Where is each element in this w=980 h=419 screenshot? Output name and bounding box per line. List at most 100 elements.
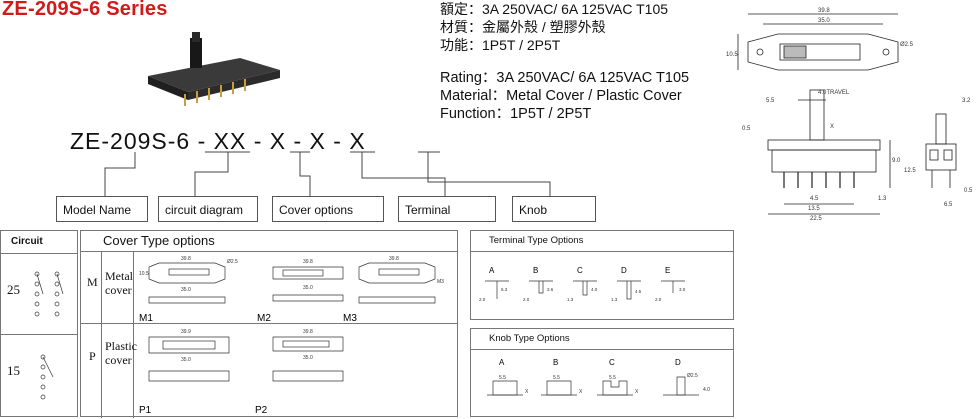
dim-knob-w: 5.5	[766, 98, 775, 104]
cover-dim-b-1: 35.0	[181, 287, 191, 293]
knob-section: Knob Type Options A B C D 5.5 X 5.5 X 5.…	[470, 328, 734, 417]
dim-knob-h: X	[830, 124, 834, 130]
knob-dim-w-c: 5.5	[609, 375, 616, 381]
knob-type-d: D	[675, 358, 681, 367]
cover-plastic-label-1: Plastic	[105, 339, 137, 353]
terminal-type-c: C	[577, 266, 583, 275]
model-code-connectors	[104, 151, 551, 196]
dim-top-hole: Ø2.5	[900, 42, 914, 48]
cover-variant-m1: M1	[139, 313, 153, 323]
cover-metal-code: M	[87, 275, 98, 289]
terminal-dim-g: 3.6	[547, 287, 554, 292]
cover-variant-m3: M3	[343, 313, 357, 323]
terminal-dim-d: 4.0	[591, 287, 598, 292]
knob-dim-x-b: X	[579, 389, 583, 395]
label-terminal-options: Terminal options	[398, 196, 496, 243]
dim-body-h: 0.5	[742, 126, 751, 132]
circuit-row-25: 25	[1, 254, 77, 335]
spec-cn-function: 功能：1P5T / 2P5T	[440, 37, 561, 53]
knob-dim-w-a: 5.5	[499, 375, 506, 381]
cover-plastic-label-2: cover	[105, 353, 132, 367]
terminal-section: Terminal Type Options A B C D E 2.0 6.3 …	[470, 230, 734, 320]
metal-cover-drawings: 39.8 35.0 10.5 Ø2.5 39.8 35.0 39.8 M3 M1…	[139, 256, 444, 323]
model-code: ZE-209S-6 - XX - X - X - X	[70, 128, 366, 154]
cover-dim-a-2: 39.8	[303, 259, 313, 265]
spec-en-rating: Rating：3A 250VAC/ 6A 125VAC T105	[440, 70, 690, 86]
spec-en-function: Function：1P5T / 2P5T	[440, 106, 592, 122]
knob-dim-x-a: X	[525, 389, 529, 395]
cover-dim-a-p2: 39.8	[303, 329, 313, 335]
dimension-drawings: 39.8 35.0 10.5 Ø2.5 4.0TRAVEL 5.5 X 0.5 …	[726, 8, 973, 222]
cover-section: Cover Type options M Metal cover P Plast…	[80, 230, 458, 418]
page-title: ZE-209S-6 Series	[2, 0, 168, 20]
knob-dim-x-c: X	[635, 389, 639, 395]
terminal-type-e: E	[665, 266, 670, 275]
terminal-dim-c: 1.3	[567, 297, 574, 302]
terminal-dim-a-3: 2.0	[655, 297, 662, 302]
cover-metal-label-2: cover	[105, 283, 132, 297]
knob-dim-d: Ø2.5	[687, 373, 698, 379]
dim-travel: 4.0TRAVEL	[818, 90, 850, 96]
cover-dim-a-3: 39.8	[389, 256, 399, 262]
cover-dim-e: M3	[437, 279, 444, 285]
knob-dim-w-b: 5.5	[553, 375, 560, 381]
knob-drawings: A B C D 5.5 X 5.5 X 5.5 X Ø2.5 4.0	[487, 358, 710, 396]
label-model-name: Model Name	[56, 196, 148, 222]
circuit-header: Circuit	[1, 231, 77, 254]
cover-title: Cover Type options	[103, 233, 215, 248]
terminal-dim-f: 3.0	[679, 287, 686, 292]
dim-p3: 22.5	[810, 216, 822, 222]
spec-en-material: Material：Metal Cover / Plastic Cover	[440, 88, 682, 104]
cover-variant-p2: P2	[255, 405, 268, 416]
dim-side-c: 6.5	[944, 202, 953, 208]
spec-cn-material: 材質：金屬外殼 / 塑膠外殼	[440, 19, 606, 35]
cover-plastic-code: P	[89, 349, 96, 363]
cover-dim-b-2: 35.0	[303, 285, 313, 291]
terminal-dim-a: 2.0	[479, 297, 486, 302]
circuit-section: Circuit 25 15	[0, 230, 78, 417]
cover-dim-c-1: 10.5	[139, 271, 149, 277]
terminal-type-b: B	[533, 266, 538, 275]
label-cover-options: Cover options	[272, 196, 384, 222]
terminal-type-a: A	[489, 266, 495, 275]
terminal-type-d: D	[621, 266, 627, 275]
cover-metal-label-1: Metal	[105, 269, 133, 283]
dim-h2: 12.5	[904, 168, 916, 174]
cover-dim-b-p2: 35.0	[303, 355, 313, 361]
knob-type-a: A	[499, 358, 505, 367]
product-photo	[148, 32, 280, 106]
terminal-dim-a-2: 2.0	[523, 297, 530, 302]
knob-type-b: B	[553, 358, 558, 367]
cover-dim-d-1: Ø2.5	[227, 259, 238, 265]
terminal-drawings: A B C D E 2.0 6.3 2.0 3.6 1.3 4.0 1.3 4.…	[479, 266, 686, 302]
spec-cn-rating: 額定：3A 250VAC/ 6A 125VAC T105	[440, 1, 669, 17]
dim-p4: 1.3	[878, 196, 887, 202]
cover-variant-p1: P1	[139, 405, 152, 416]
dim-p2: 13.5	[808, 206, 820, 212]
cover-dim-b-p1: 35.0	[181, 357, 191, 363]
cover-dim-f: 39.9	[181, 329, 191, 335]
circuit-diagram-2p5t	[34, 271, 64, 317]
plastic-cover-drawings: 39.9 35.0 39.8 35.0 P1 P2	[139, 329, 344, 416]
terminal-title: Terminal Type Options	[489, 235, 584, 246]
terminal-dim-b: 6.3	[501, 287, 508, 292]
cover-dim-a-1: 39.8	[181, 256, 191, 262]
dim-side-w: 3.2	[962, 98, 971, 104]
dim-p1: 4.5	[810, 196, 819, 202]
knob-title: Knob Type Options	[489, 333, 570, 344]
terminal-dim-e: 4.5	[635, 289, 642, 294]
knob-type-c: C	[609, 358, 615, 367]
dim-h1: 9.0	[892, 158, 901, 164]
circuit-code-25: 25	[7, 282, 20, 297]
dim-side-b: 0.5	[964, 188, 973, 194]
dim-top-w2: 35.0	[818, 18, 830, 24]
label-circuit-diagram: circuit diagram	[158, 196, 258, 222]
terminal-dim-c-2: 1.3	[611, 297, 618, 302]
circuit-code-15: 15	[7, 363, 20, 378]
knob-dim-h: 4.0	[703, 387, 710, 393]
circuit-row-15: 15	[1, 335, 77, 419]
dim-top-h: 10.5	[726, 52, 738, 58]
circuit-diagram-1p5t	[40, 354, 54, 400]
cover-variant-m2: M2	[257, 313, 271, 323]
dim-top-w1: 39.8	[818, 8, 830, 14]
